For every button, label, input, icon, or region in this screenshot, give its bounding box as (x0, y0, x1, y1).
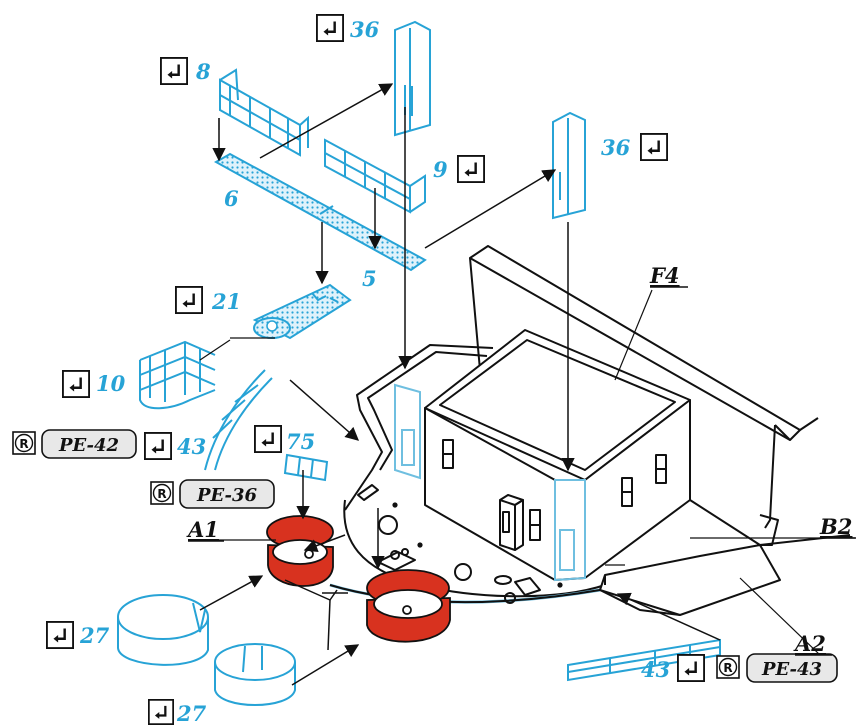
assembly-arrows (199, 83, 721, 686)
part-number-10: 10 (96, 371, 126, 396)
return-arrow-icon (46, 621, 74, 649)
gun-tub-2 (366, 569, 451, 643)
label-a2: A2 (793, 631, 826, 656)
pe-part-75 (283, 453, 329, 482)
svg-text:PE-42: PE-42 (58, 435, 119, 456)
pe-door-installed-left (394, 383, 421, 480)
deck-structure (329, 245, 851, 616)
return-arrow-icon (254, 425, 282, 453)
part-number-43-bottom: 43 (641, 657, 670, 682)
resin-letter: R (723, 661, 732, 675)
pe-railing-8 (219, 68, 309, 157)
return-arrow-icon (677, 654, 705, 682)
part-number-9: 9 (433, 157, 448, 182)
return-arrow-icon (457, 155, 485, 183)
part-number-5: 5 (362, 266, 377, 291)
pe-door-installed-right (554, 479, 586, 582)
pe-tag-42: PE-42 (41, 429, 137, 459)
part-number-6: 6 (224, 186, 239, 211)
pe-ring-27-b (214, 643, 296, 706)
pe-tag-43: PE-43 (746, 653, 838, 683)
pe-railing-9 (324, 138, 426, 214)
return-arrow-icon (148, 699, 174, 725)
return-arrow-icon (144, 432, 172, 460)
resin-letter: R (19, 437, 28, 451)
tub-support-lines (284, 579, 348, 651)
svg-text:PE-43: PE-43 (761, 659, 822, 680)
pe-grating-6-5 (213, 152, 427, 272)
pe-platform-21 (252, 283, 352, 340)
pe-railing-10 (139, 340, 216, 410)
return-arrow-icon (175, 286, 203, 314)
part-number-27-b: 27 (176, 701, 207, 726)
return-arrow-icon (160, 57, 188, 85)
part-number-43-left: 43 (177, 434, 206, 459)
label-b2: B2 (819, 514, 852, 539)
label-f4: F4 (649, 263, 680, 288)
pe-door-36-top (394, 20, 431, 137)
pe-door-36-right (552, 111, 586, 220)
part-number-36-right: 36 (601, 135, 631, 160)
part-number-8: 8 (195, 59, 211, 84)
pe-ring-27-a (117, 594, 209, 666)
part-number-75: 75 (286, 429, 315, 454)
pe-tag-36: PE-36 (179, 479, 275, 509)
return-arrow-icon (62, 370, 90, 398)
part-number-36-top: 36 (350, 17, 380, 42)
svg-text:PE-36: PE-36 (196, 485, 258, 506)
part-number-21: 21 (211, 289, 241, 314)
return-arrow-icon (316, 14, 344, 42)
label-a1: A1 (186, 517, 219, 542)
gun-tub-1 (266, 515, 334, 587)
resin-letter: R (157, 487, 166, 501)
part-number-27-a: 27 (79, 623, 110, 648)
pe-railing-43-bottom (567, 638, 721, 682)
pe-railing-43-left (204, 369, 273, 471)
label-underlines (188, 286, 856, 656)
return-arrow-icon (640, 133, 668, 161)
